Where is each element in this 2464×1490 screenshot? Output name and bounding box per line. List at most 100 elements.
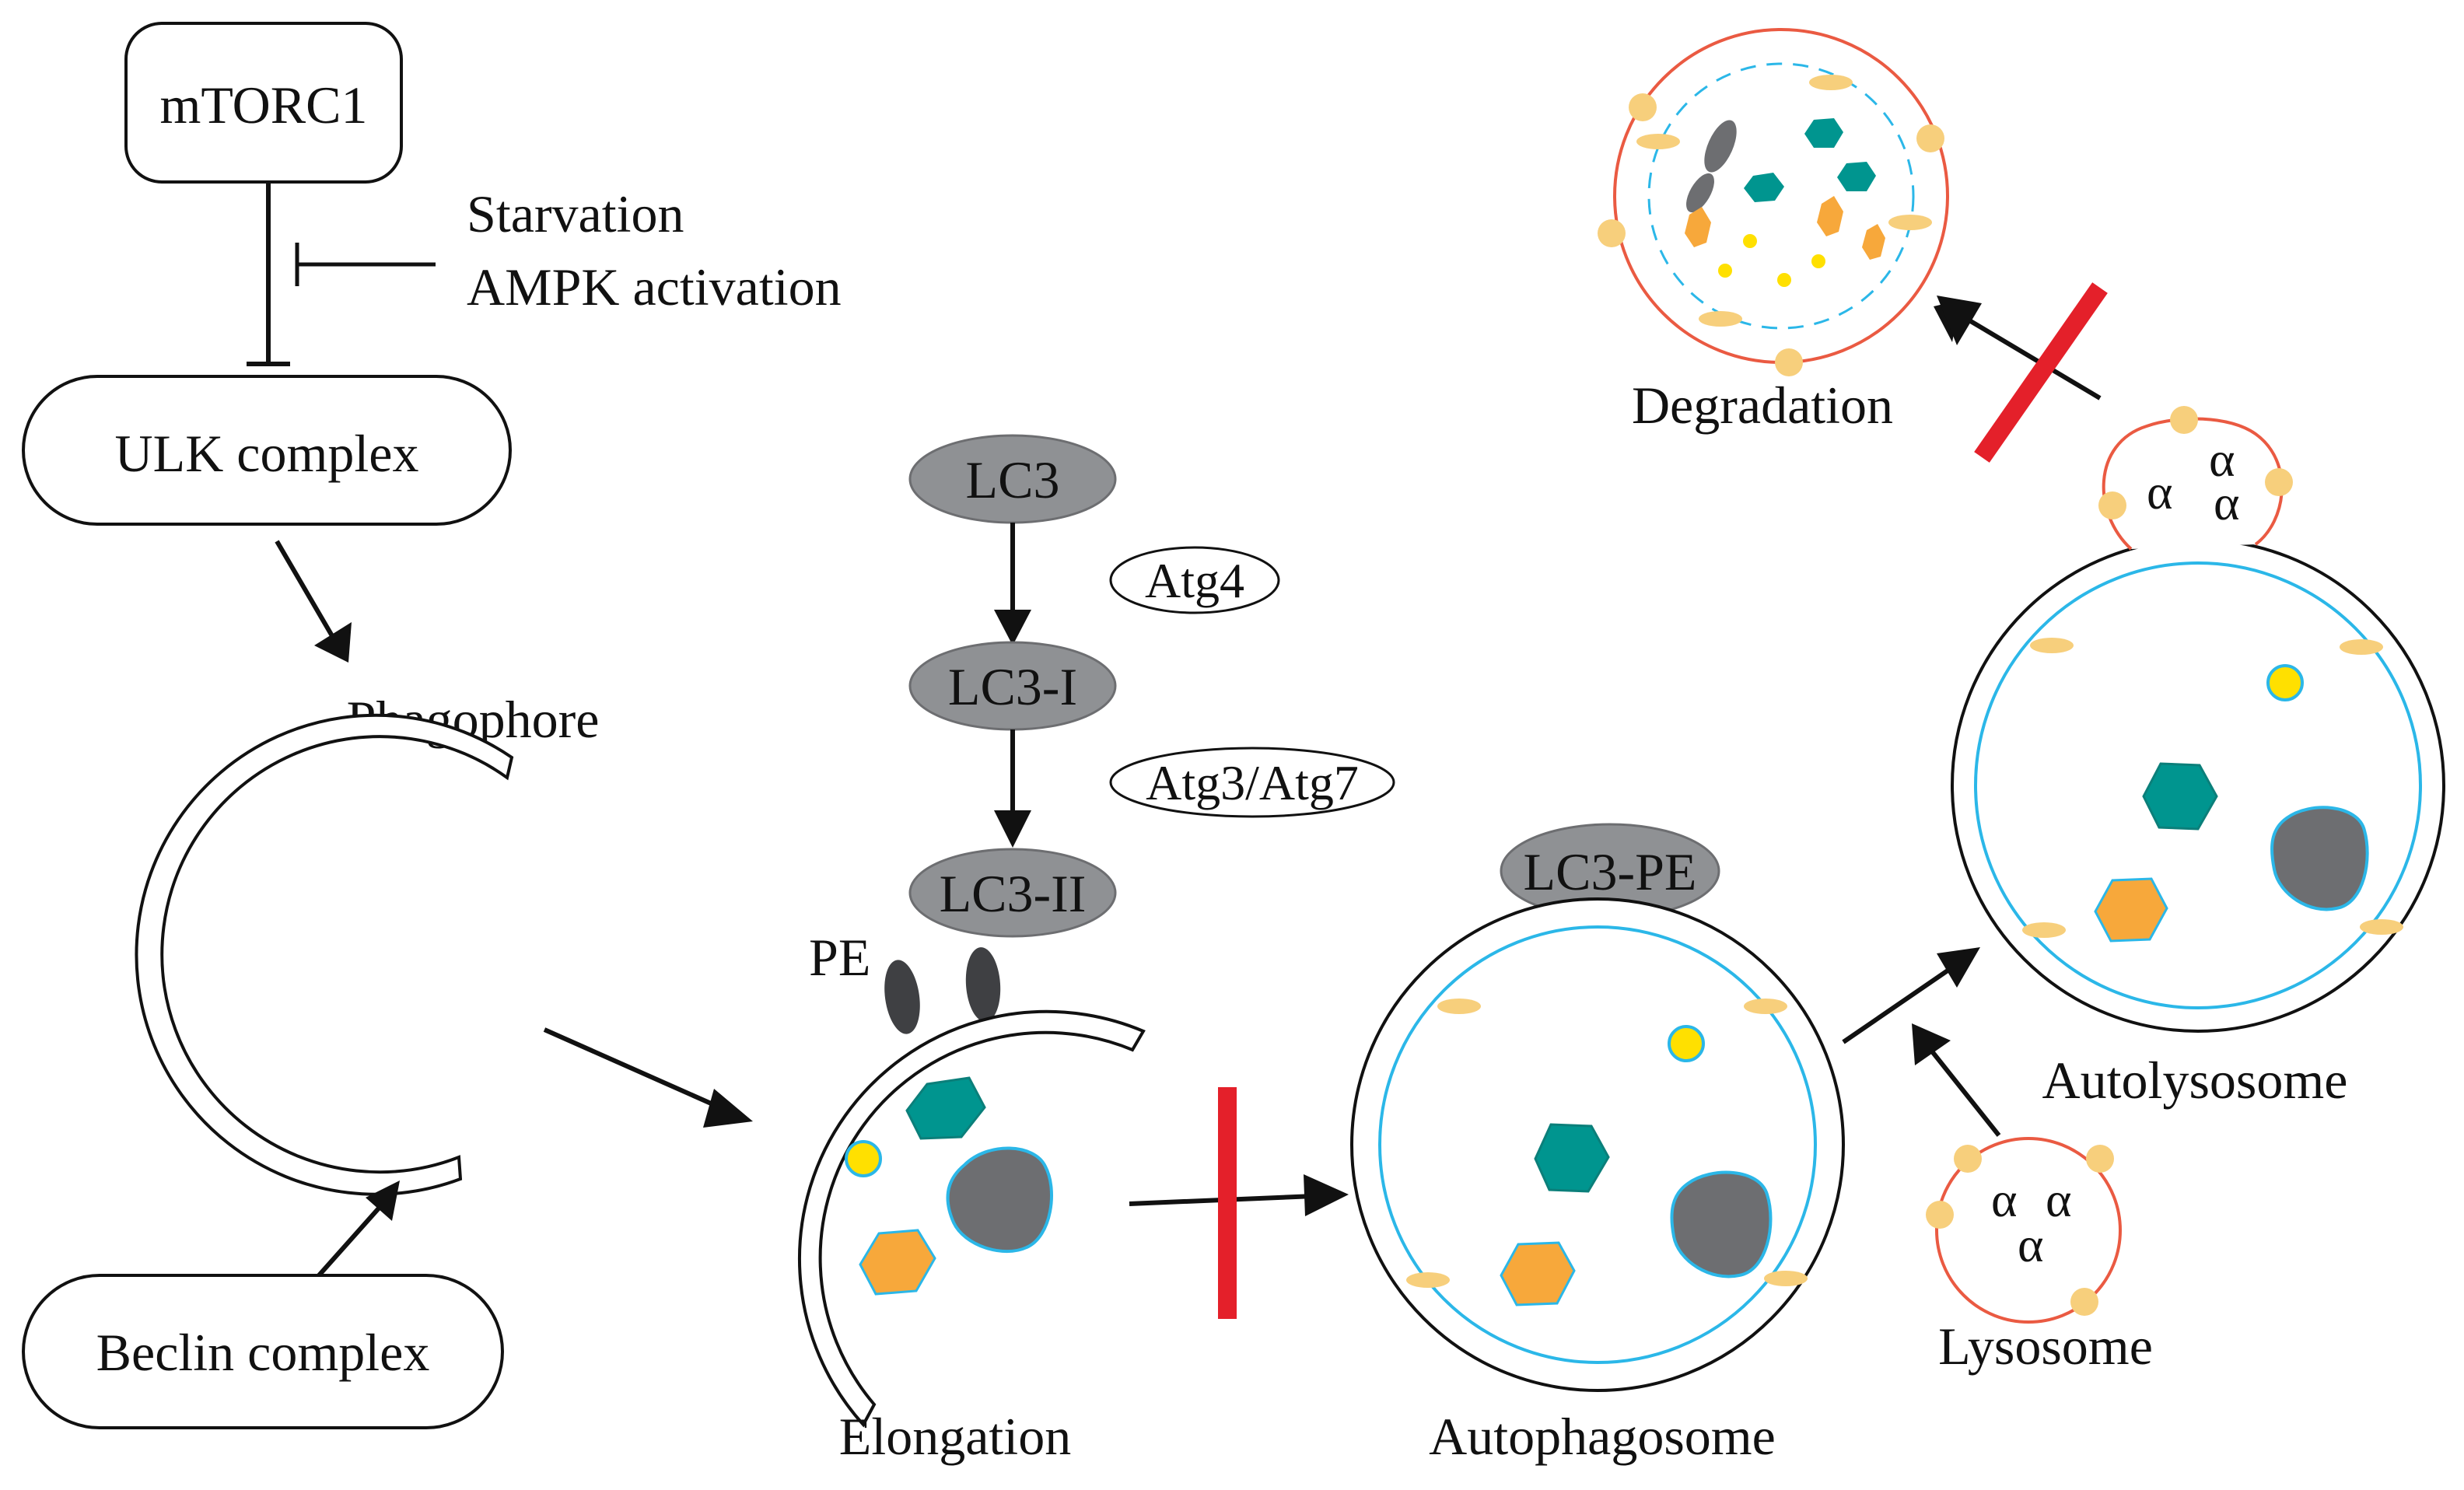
autolysosome-arrowhead-2 — [1912, 1023, 1951, 1065]
degradation-fragment-teal-2 — [1744, 173, 1784, 202]
atg4-oval — [1109, 546, 1280, 614]
pe-label: PE — [809, 928, 870, 987]
degradation-dock-1 — [1629, 93, 1657, 121]
ulk-arrowhead — [314, 622, 352, 663]
phagophore-membrane — [135, 713, 514, 1196]
elongation-cargo-teal — [905, 1076, 986, 1140]
autophagosome-cargo-yellow — [1668, 1025, 1705, 1062]
autophagosome-dock-1 — [1437, 999, 1481, 1014]
degradation-fragment-gray-1 — [1704, 120, 1737, 173]
mtorc1-label: mTORC1 — [159, 75, 367, 135]
degradation-inner-dashed — [1647, 62, 1915, 330]
pe-anchor-left — [884, 960, 920, 1034]
autolysosome-enzyme-1: α — [2147, 464, 2173, 519]
autolysosome-lysosome-bud — [2102, 417, 2284, 551]
elongation-cargo-orange — [859, 1229, 936, 1296]
pe-anchor-right — [965, 947, 1001, 1022]
autophagosome-to-autolysosome-arrow — [1842, 965, 1954, 1044]
beclin-arrowhead — [366, 1180, 400, 1221]
beclin-complex-box — [22, 1274, 504, 1429]
degradation-fragment-yellow-3 — [1777, 273, 1791, 287]
phagophore-to-elongation-arrow — [543, 1027, 725, 1111]
autophagosome-dock-2 — [1744, 999, 1787, 1014]
lysosome-label: Lysosome — [1938, 1317, 2153, 1376]
atg3-atg7-label: Atg3/Atg7 — [1146, 755, 1359, 810]
autolysosome-dock-1 — [2030, 638, 2074, 653]
autolysosome-bud-dock-2 — [2170, 406, 2198, 434]
autolysosome-to-degradation-arrow — [1968, 318, 2102, 400]
autolysosome-dock-2 — [2340, 639, 2383, 655]
mtorc1-box — [124, 22, 403, 184]
beclin-to-phagophore-arrow — [317, 1202, 385, 1277]
degradation-fragment-teal-3 — [1837, 162, 1876, 191]
autophagosome-dock-3 — [1406, 1272, 1450, 1288]
ampk-activation-label: AMPK activation — [467, 257, 842, 317]
degradation-dock-7 — [1888, 215, 1932, 230]
lysosome-enzyme-3: α — [2018, 1217, 2044, 1272]
degradation-label: Degradation — [1632, 376, 1893, 435]
degradation-arrowhead-tip — [1937, 296, 1982, 345]
degradation-dock-6 — [1636, 134, 1680, 149]
autophagosome-cargo-teal — [1534, 1123, 1610, 1193]
lc3-ii-oval — [908, 848, 1117, 938]
autolysosome-bud-dock-3 — [2265, 468, 2293, 496]
autolysosome-cargo-teal — [2142, 762, 2218, 831]
autophagosome-dock-4 — [1764, 1271, 1808, 1286]
ulk-to-phagophore-arrow — [275, 540, 345, 655]
elongation-membrane — [797, 1009, 1146, 1428]
degradation-dock-5 — [1809, 75, 1853, 90]
lc3-i-label: LC3-I — [948, 657, 1077, 716]
lysosome-enzyme-1: α — [1991, 1172, 2018, 1227]
autolysosome-dock-3 — [2022, 922, 2066, 938]
block-bar-upper — [1974, 282, 2108, 463]
degradation-fragment-teal-1 — [1804, 118, 1843, 148]
beclin-complex-label: Beclin complex — [96, 1323, 430, 1382]
lc3-pe-label: LC3-PE — [1524, 842, 1697, 901]
ulk-complex-box — [22, 375, 512, 526]
degradation-fragment-yellow-1 — [1743, 234, 1757, 248]
autolysosome-arrowhead-1 — [1937, 947, 1980, 988]
atg4-label: Atg4 — [1145, 553, 1244, 608]
autophagosome-arrowhead — [1304, 1174, 1349, 1216]
elongation-cargo-gray — [946, 1146, 1053, 1254]
lysosome-dock-1 — [1954, 1145, 1982, 1173]
elongation-cargo-yellow — [845, 1140, 882, 1177]
autolysosome-bud-dock-1 — [2098, 491, 2126, 519]
starvation-label: Starvation — [467, 184, 684, 243]
lysosome-to-autolysosome-arrow — [1930, 1050, 2001, 1137]
elongation-label: Elongation — [839, 1407, 1071, 1466]
lysosome-enzyme-2: α — [2046, 1172, 2072, 1227]
degradation-dock-2 — [1916, 124, 1944, 152]
lysosome-dock-2 — [2086, 1145, 2114, 1173]
degradation-fragment-orange-2 — [1817, 196, 1843, 236]
lc3-ii-label: LC3-II — [940, 864, 1087, 923]
degradation-fragment-gray-2 — [1686, 173, 1714, 213]
lc3i-arrowhead — [994, 610, 1031, 645]
autophagosome-cargo-orange — [1500, 1241, 1576, 1306]
lc3-label: LC3 — [966, 450, 1060, 509]
autolysosome-cargo-yellow — [2266, 664, 2304, 701]
lysosome-dock-3 — [1926, 1201, 1954, 1229]
autolysosome-enzyme-2: α — [2209, 432, 2235, 487]
autolysosome-dock-4 — [2360, 919, 2403, 935]
autolysosome-label: Autolysosome — [2042, 1051, 2348, 1110]
atg3-atg7-oval — [1109, 747, 1395, 818]
autolysosome-cargo-orange — [2094, 877, 2168, 943]
degradation-fragment-yellow-2 — [1718, 264, 1732, 278]
degradation-fragment-yellow-4 — [1811, 254, 1825, 268]
autophagosome-cargo-gray — [1670, 1170, 1773, 1278]
degradation-dock-3 — [1598, 219, 1626, 247]
autophagosome-label: Autophagosome — [1429, 1407, 1776, 1466]
elongation-arrowhead — [703, 1089, 753, 1128]
ulk-complex-label: ULK complex — [115, 424, 419, 483]
lysosome-dock-4 — [2070, 1288, 2098, 1316]
degradation-fragment-orange-3 — [1862, 224, 1885, 260]
lc3ii-arrowhead — [994, 810, 1031, 848]
degradation-dock-4 — [1775, 348, 1803, 376]
autolysosome-enzyme-3: α — [2214, 475, 2240, 530]
degradation-fragment-orange-1 — [1685, 207, 1711, 247]
lysosome-membrane — [1935, 1137, 2122, 1324]
degradation-membrane — [1613, 28, 1949, 364]
degradation-dock-8 — [1699, 311, 1742, 327]
